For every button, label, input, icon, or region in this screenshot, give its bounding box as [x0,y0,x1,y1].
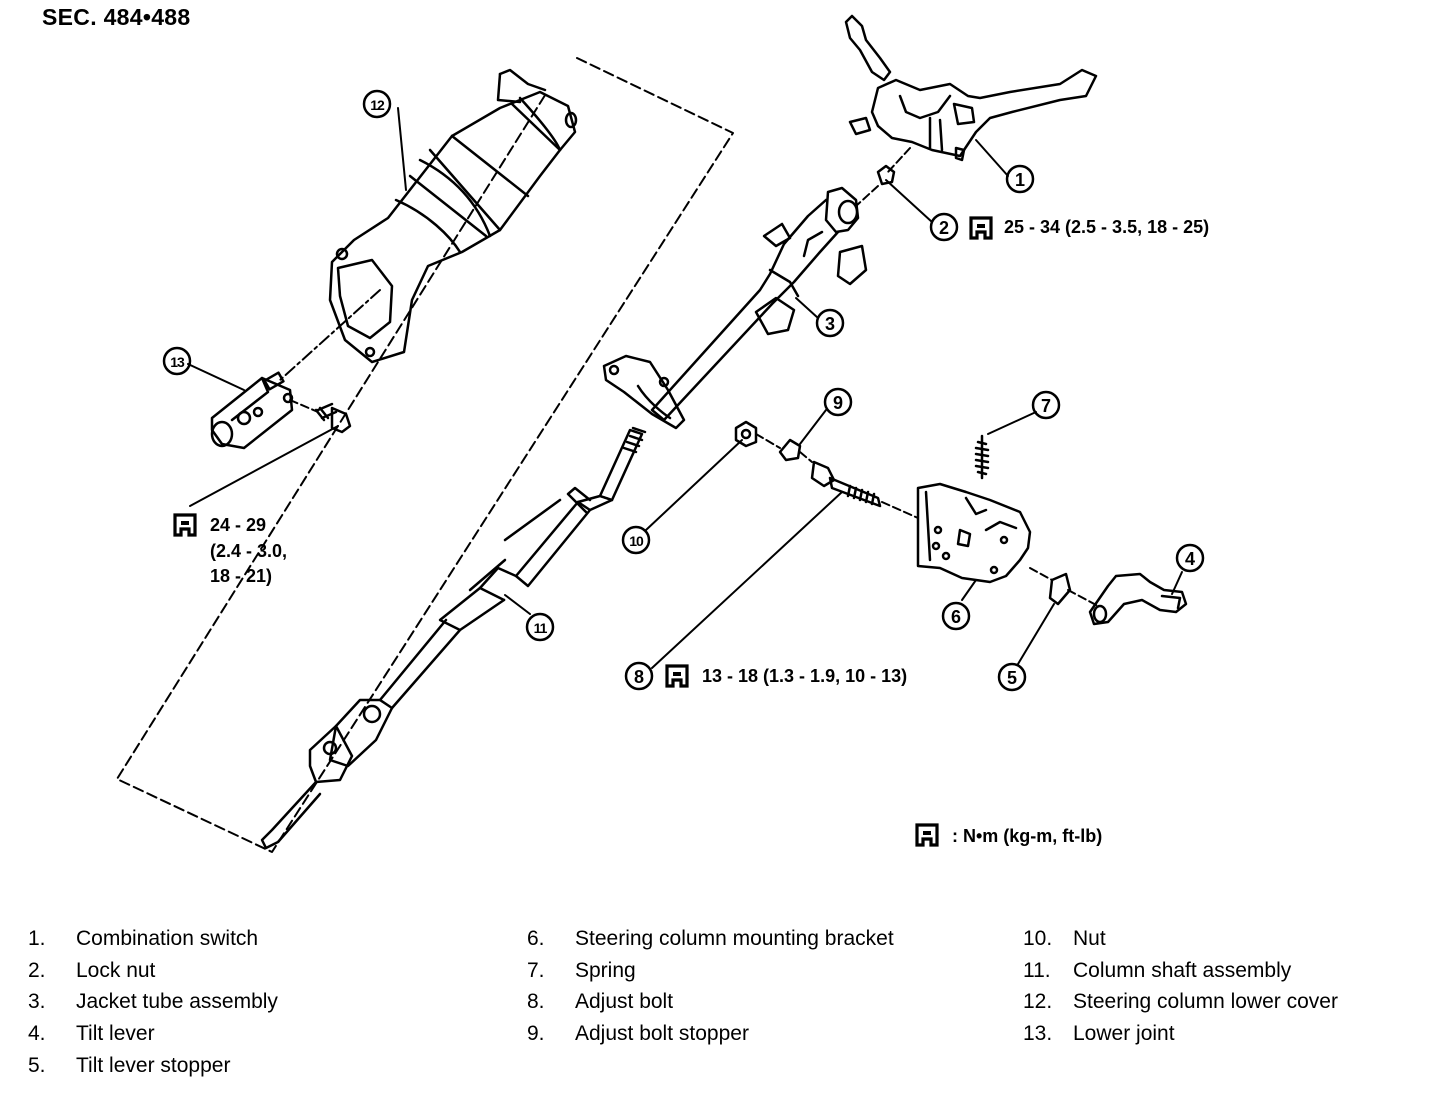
adjust-bolt-stopper-part [778,438,802,462]
legend-item-label: Lower joint [1073,1022,1175,1046]
legend-item-number: 11. [1023,958,1051,982]
callout-9-circle [823,387,853,417]
legend-item: 13. Lower joint [1023,1022,1338,1054]
column-shaft-part [260,426,647,850]
legend-item: 3. Jacket tube assembly [28,990,278,1022]
callout-12-label: 12 [370,97,385,113]
legend-item: 12. Steering column lower cover [1023,990,1338,1022]
parts-legend-column-3: 10. Nut 11. Column shaft assembly 12. Steer… [1023,927,1338,1054]
torque-unit-legend: : N•m (kg-m, ft-lb) [952,826,1103,846]
legend-item-label: Combination switch [76,927,259,950]
legend-item-number: 6. [527,927,545,950]
legend-item-label: Steering column mounting bracket [575,927,894,950]
nut-part [734,420,758,448]
callout-3-circle [815,308,845,338]
legend-item-label: Column shaft assembly [1073,958,1292,982]
callout-12-circle [362,89,392,119]
spring-part [974,434,990,480]
callout-6-circle [941,601,971,631]
dashed-group-outline [116,57,734,853]
callout-13-circle [162,346,192,376]
callout-4-label: 4 [1185,549,1195,569]
legend-item-number: 9. [527,1022,545,1046]
callout-circles [162,89,1205,692]
adjust-bolt-part [810,460,882,508]
lower-joint-part [210,371,352,450]
torque-wrench-icon [969,216,993,240]
torque-spec-lock-nut: 25 - 34 (2.5 - 3.5, 18 - 25) [1004,217,1210,237]
legend-item-label: Lock nut [76,958,156,982]
legend-item-number: 13. [1023,1022,1053,1046]
callout-8-circle [624,661,654,691]
legend-item-label: Adjust bolt [575,990,674,1014]
legend-item: 9. Adjust bolt stopper [527,1022,894,1054]
callout-10-label: 10 [629,533,644,549]
torque-spec-adjust-bolt: 13 - 18 (1.3 - 1.9, 10 - 13) [702,666,908,686]
legend-item-number: 7. [527,958,545,982]
callout-7-circle [1031,390,1061,420]
legend-item: 4. Tilt lever [28,1022,278,1054]
legend-item-number: 4. [28,1022,46,1046]
legend-item-label: Nut [1073,927,1106,950]
torque-spec-lower-joint-line1: 24 - 29 [210,515,267,535]
legend-item-number: 2. [28,958,46,982]
legend-item-label: Adjust bolt stopper [575,1022,749,1046]
exploded-diagram: 1 2 3 4 5 6 7 8 9 10 11 12 13 [116,14,1205,853]
legend-item: 10. Nut [1023,927,1338,959]
torque-spec-lower-joint-line2: (2.4 - 3.0, [210,541,288,561]
callout-1-label: 1 [1015,170,1025,190]
legend-item-label: Spring [575,958,636,982]
callout-5-label: 5 [1007,668,1017,688]
legend-item: 7. Spring [527,959,894,991]
legend-item: 11. Column shaft assembly [1023,959,1338,991]
callout-11-label: 11 [534,620,548,636]
callout-6-label: 6 [951,607,961,627]
mounting-bracket-part [916,482,1032,584]
callout-8-label: 8 [634,667,644,687]
callout-4-circle [1175,543,1205,573]
legend-item-label: Jacket tube assembly [76,990,278,1014]
legend-item-label: Steering column lower cover [1073,990,1338,1014]
tilt-lever-stopper-part [1048,572,1072,606]
legend-item: 5. Tilt lever stopper [28,1054,278,1086]
lower-cover-part [328,68,578,364]
callout-5-circle [997,662,1027,692]
legend-item-number: 8. [527,990,545,1014]
callout-3-label: 3 [825,314,835,334]
torque-wrench-icon [915,823,939,847]
callout-11-circle [525,612,555,642]
combination-switch-part [844,14,1098,162]
section-title: SEC. 484•488 [42,4,191,30]
parts-legend-column-2: 6. Steering column mounting bracket 7. Spr… [527,927,894,1054]
callout-9-label: 9 [833,393,843,413]
torque-wrench-icon [665,664,689,688]
jacket-tube-part [602,186,868,430]
torque-spec-lower-joint-line3: 18 - 21) [210,566,273,586]
tilt-lever-part [1088,572,1188,626]
callout-2-circle [929,212,959,242]
legend-item: 2. Lock nut [28,959,278,991]
parts-legend-column-1: 1. Combination switch 2. Lock nut 3. Jacket… [28,927,278,1085]
legend-item: 6. Steering column mounting bracket [527,927,894,959]
legend-item-number: 3. [28,990,46,1014]
legend-item: 1. Combination switch [28,927,278,959]
legend-item: 8. Adjust bolt [527,990,894,1022]
callout-2-label: 2 [939,218,949,238]
lock-nut-part [876,164,896,186]
callout-1-circle [1005,164,1035,194]
callout-10-circle [621,525,651,555]
legend-item-label: Tilt lever stopper [76,1053,231,1077]
legend-item-label: Tilt lever [76,1022,155,1046]
legend-item-number: 5. [28,1053,46,1077]
legend-item-number: 12. [1023,990,1053,1014]
legend-item-number: 1. [28,927,46,950]
callout-7-label: 7 [1041,396,1051,416]
torque-wrench-icon [173,513,197,537]
callout-13-label: 13 [170,354,185,370]
legend-item-number: 10. [1023,927,1053,950]
